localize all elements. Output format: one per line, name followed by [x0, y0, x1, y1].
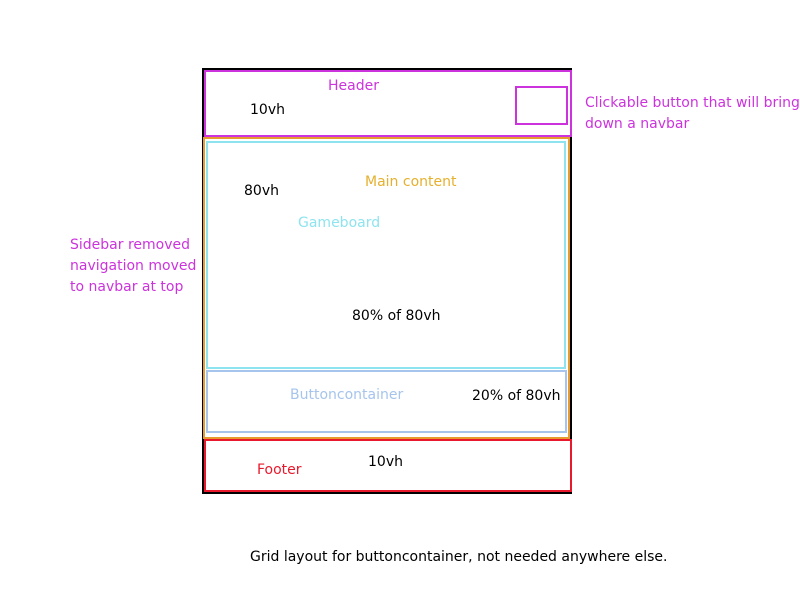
buttoncontainer-size-label: 20% of 80vh [472, 388, 561, 404]
gameboard-box [206, 141, 566, 369]
gameboard-size-label: 80% of 80vh [352, 308, 441, 324]
header-size-label: 10vh [250, 102, 285, 118]
navbar-button-note-line: down a navbar [585, 116, 690, 132]
main-content-box [203, 137, 570, 439]
sidebar-note: Sidebar removed navigation moved to navb… [70, 235, 196, 298]
header-label: Header [328, 78, 379, 94]
sidebar-note-line: navigation moved [70, 258, 197, 274]
header-box [204, 70, 572, 137]
sidebar-note-line: Sidebar removed [70, 237, 190, 253]
navbar-button-note: Clickable button that will bring down a … [585, 93, 800, 135]
gameboard-label: Gameboard [298, 215, 381, 231]
main-content-label: Main content [365, 174, 457, 190]
buttoncontainer-box [206, 370, 567, 433]
footer-label: Footer [257, 462, 302, 478]
footer-size-label: 10vh [368, 454, 403, 470]
buttoncontainer-label: Buttoncontainer [290, 387, 404, 403]
footer-box [204, 439, 572, 492]
sidebar-note-line: to navbar at top [70, 279, 184, 295]
navbar-toggle-button[interactable] [515, 86, 568, 125]
main-content-size-label: 80vh [244, 183, 279, 199]
diagram-caption: Grid layout for buttoncontainer, not nee… [250, 549, 668, 565]
navbar-button-note-line: Clickable button that will bring [585, 95, 800, 111]
